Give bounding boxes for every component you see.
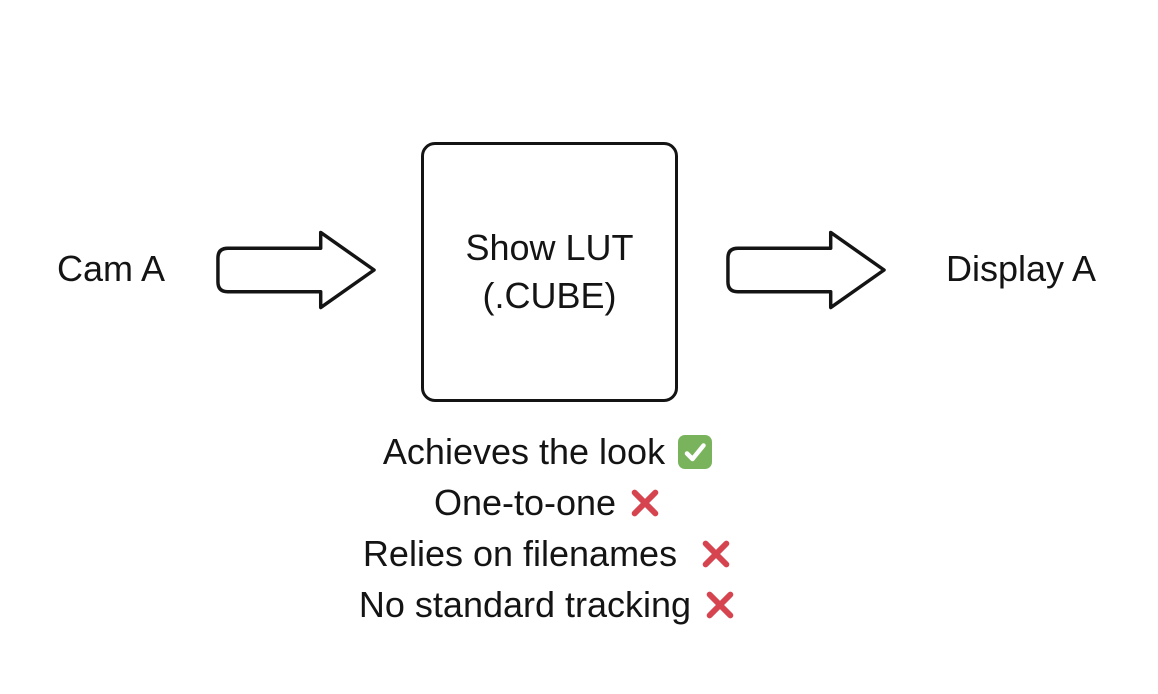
attribute-row: One-to-one [148, 477, 948, 528]
attribute-row: No standard tracking [148, 579, 948, 630]
flow-arrow-left-icon [213, 228, 379, 312]
cross-icon [628, 486, 662, 520]
flow-arrow-right-icon [723, 228, 889, 312]
attribute-row: Relies on filenames [148, 528, 948, 579]
lut-node-title: Show LUT [465, 227, 634, 268]
attribute-text: No standard tracking [358, 584, 692, 625]
attribute-text: Relies on filenames [362, 533, 678, 574]
attribute-text: One-to-one [433, 482, 617, 523]
attribute-text: Achieves the look [382, 431, 666, 472]
cross-icon [703, 588, 737, 622]
cross-icon [699, 537, 733, 571]
attribute-row: Achieves the look [148, 426, 948, 477]
attribute-list: Achieves the look One-to-one Relies on f… [148, 426, 948, 630]
target-label: Display A [946, 248, 1097, 289]
source-label: Cam A [57, 248, 166, 289]
lut-node: Show LUT (.CUBE) [421, 142, 678, 402]
check-icon [677, 434, 713, 470]
lut-node-subtitle: (.CUBE) [482, 275, 617, 316]
